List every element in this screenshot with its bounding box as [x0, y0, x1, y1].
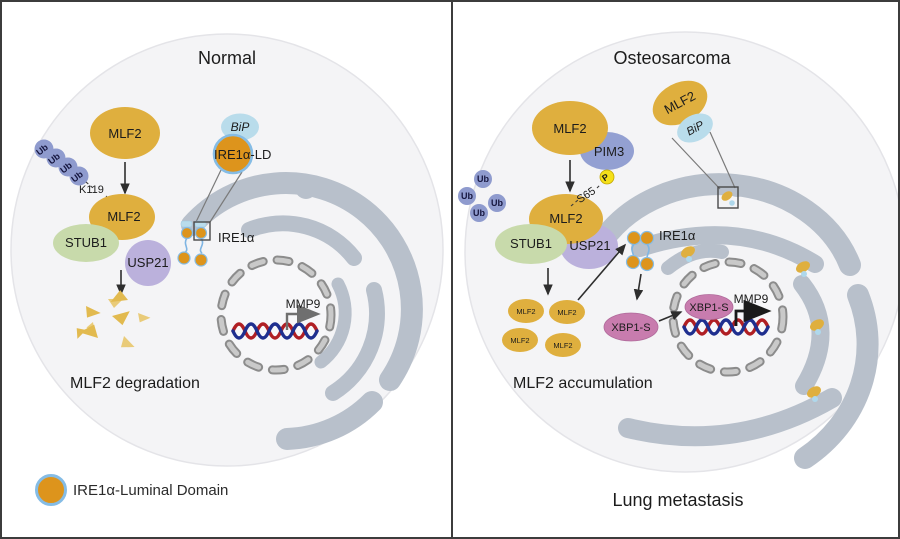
panel-title-right: Osteosarcoma [613, 48, 731, 68]
mlf2-small-label: MLF2 [553, 341, 572, 350]
mmp9-label-left: MMP9 [286, 297, 321, 311]
mlf2-bip-mini [721, 191, 735, 206]
degradation-caption: MLF2 degradation [70, 375, 200, 392]
arrow-ire1a-activation [577, 243, 627, 301]
inset-frame-right [717, 186, 739, 209]
mlf2-top-left [90, 107, 160, 159]
legend-ire1a-ld-swatch [35, 474, 67, 506]
nucleoplasm-right [676, 265, 780, 369]
mlf2-top-left-label: MLF2 [108, 126, 141, 141]
nucleoplasm-left [224, 263, 328, 367]
mlf2-mid-left-label: MLF2 [107, 209, 140, 224]
ire1a-ld-label: IRE1α-LD [214, 147, 271, 162]
mmp9-transcription-arrow-right [734, 299, 772, 326]
dna-right [682, 318, 770, 336]
xbp1s-nuclear [684, 294, 734, 320]
mlf2-fragments [76, 290, 151, 348]
bip-mini [180, 220, 193, 228]
inset-line [709, 131, 736, 189]
er-left [181, 172, 423, 450]
accumulation-caption: MLF2 accumulation [513, 375, 653, 392]
pim3-label: PIM3 [594, 144, 624, 159]
panel-title-left: Normal [198, 48, 256, 68]
phospho-p-label: P [600, 172, 610, 184]
mlf2-mid-right-label: MLF2 [549, 211, 582, 226]
arrow-xbp1-splicing [633, 273, 644, 301]
ire1a-label-right: IRE1α [659, 228, 696, 243]
ub-label: Ub [473, 208, 485, 218]
inset-line [671, 137, 721, 190]
ire1a-receptors-left [177, 220, 208, 267]
bip-right: BiP [677, 113, 713, 143]
ire1a-ld-magnified [212, 133, 254, 175]
inset-line [209, 171, 243, 223]
stub1-left [53, 224, 119, 262]
arrow-nuclear-import [658, 311, 683, 322]
dna-left [231, 322, 319, 340]
mlf2-small-label: MLF2 [516, 307, 535, 316]
panel-osteosarcoma: Osteosarcoma XBP1-S MMP9 [458, 31, 900, 510]
ub-label: Ub [461, 191, 473, 201]
mlf2-small-label: MLF2 [557, 308, 576, 317]
ubiquitin-chain: Ub Ub Ub Ub K119 [34, 139, 115, 205]
mmp9-label-right: MMP9 [734, 292, 769, 306]
bip-left-label: BiP [231, 120, 250, 134]
k119-label: K119 [79, 184, 104, 196]
usp21-right-label: USP21 [569, 238, 610, 253]
mlf2-small-label: MLF2 [510, 336, 529, 345]
mlf2-bip-er-dots [681, 246, 824, 402]
stub1-left-label: STUB1 [65, 235, 107, 250]
usp21-left [125, 240, 171, 286]
xbp1s-cytosol [603, 312, 659, 342]
xbp1s-cytosol-label: XBP1-S [611, 322, 650, 334]
ub-label: Ub [491, 198, 503, 208]
ub-label: Ub [477, 174, 489, 184]
bip-left [221, 113, 259, 141]
legend: IRE1α-Luminal Domain [35, 474, 228, 506]
metastasis-caption: Lung metastasis [612, 490, 743, 510]
ire1a-dimer [625, 230, 655, 272]
phospho-p-circle [599, 169, 615, 185]
mlf2-bip-complex: MLF2 [652, 80, 708, 126]
free-ubiquitin: Ub Ub Ub Ub [458, 170, 506, 222]
mlf2-top-right [532, 101, 608, 155]
ire1a-label-left: IRE1α [218, 230, 255, 245]
nucleus-right: XBP1-S MMP9 [668, 257, 788, 377]
mmp9-transcription-arrow-left [285, 304, 321, 330]
stub1-right-label: STUB1 [510, 236, 552, 251]
inset-line [195, 169, 222, 223]
panel-normal: Normal MMP9 MLF2 [10, 33, 444, 467]
mlf2-pool: MLF2 MLF2 MLF2 MLF2 [502, 299, 585, 357]
legend-label: IRE1α-Luminal Domain [73, 482, 228, 499]
usp21-left-label: USP21 [127, 255, 168, 270]
nucleus-left: MMP9 [216, 255, 336, 375]
mlf2-top-right-label: MLF2 [553, 121, 586, 136]
xbp1s-nuclear-label: XBP1-S [689, 302, 728, 314]
stub1-right [495, 224, 567, 264]
inset-frame-left [193, 221, 211, 241]
